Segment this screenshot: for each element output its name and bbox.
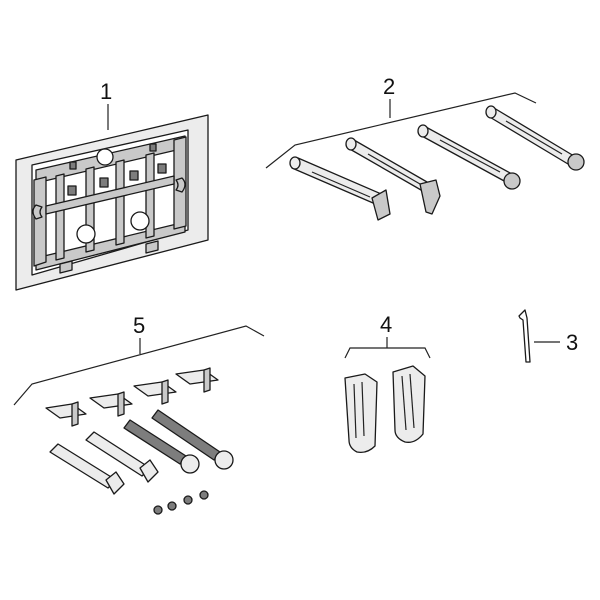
bolt-1-head [180,454,200,474]
l-bracket-4 [175,367,219,393]
frame-slot-6 [149,143,157,152]
threaded-rod-c [417,124,521,190]
l-bracket-3-base [133,381,177,397]
l-bracket-1-upright [71,401,79,427]
l-bracket-2 [89,391,133,417]
hook-clip [518,309,531,363]
frame-slot-1 [67,185,77,196]
hex-sleeve-1 [49,443,125,495]
callout-2: 2 [383,74,395,99]
mounting-frame [15,114,209,291]
screw-1 [153,505,163,515]
clamp-right-rib-2 [409,373,415,429]
clamp-left-rib-2 [361,381,365,437]
part-4-group: 4 [344,312,431,454]
screw-2 [167,501,177,511]
clamp-right-body [392,365,426,443]
part-3-group: 3 [518,309,578,363]
frame-left-rib [33,176,47,267]
threaded-rod-d [485,105,585,171]
bolt-2-head [214,450,234,470]
part-2-bracket-line [265,92,537,169]
frame-cross-member-3 [115,159,125,246]
hex-sleeve-2 [85,431,159,483]
callout-4: 4 [380,312,392,337]
callout-5: 5 [133,313,145,338]
l-bracket-3-upright [161,379,169,405]
l-bracket-4-upright [203,367,211,393]
frame-slot-5 [69,161,77,170]
sleeve-2-hex [139,459,159,483]
part-4-bracket-line [344,347,431,359]
frame-slot-3 [129,170,139,181]
l-bracket-1-base [45,403,87,419]
clamp-left-rib-1 [353,383,357,439]
frame-side-clip-left [32,204,43,220]
frame-bottom-tab-right [145,240,159,254]
threaded-bolt-1 [123,419,200,474]
callout-3: 3 [566,330,578,355]
part-2-group: 2 [265,74,585,221]
frame-side-clip-right [175,177,186,193]
threaded-bolt-2 [151,409,234,470]
rod-b-end-bracket [419,179,441,215]
callout-1: 1 [100,79,112,104]
l-bracket-1 [45,401,87,427]
rod-c-knob [503,172,521,190]
rod-d-knob [567,153,585,171]
part-1-group: 1 [15,79,209,291]
part-5-group: 5 [13,313,265,515]
rod-d-thread [505,120,563,155]
rod-c-thread [439,139,501,173]
frame-bottom-tab-left [59,260,73,274]
frame-middle-rail [45,175,175,215]
clamp-left [344,373,378,454]
frame-slot-2 [99,177,109,188]
frame-round-opening-left [76,224,96,244]
frame-top-notch [96,148,114,166]
l-bracket-4-base [175,369,219,385]
screw-3 [183,495,193,505]
rod-b-tip [345,137,357,151]
threaded-rod-b [345,137,441,215]
threaded-rod-a [289,156,391,221]
clamp-right-rib-1 [401,375,407,431]
l-bracket-3 [133,379,177,405]
frame-cross-member-1 [55,173,65,261]
frame-round-opening-right [130,211,150,231]
l-bracket-2-upright [117,391,125,417]
rod-c-tip [417,124,429,138]
rod-b-thread [367,153,421,185]
l-bracket-2-base [89,393,133,409]
clamp-left-body [344,373,378,454]
rod-a-thread [311,171,371,198]
clamp-right [392,365,426,443]
part-5-bracket-line [13,325,265,406]
frame-slot-4 [157,163,167,174]
rod-a-tip [289,156,301,170]
rod-d-tip [485,105,497,119]
sleeve-1-hex [105,471,125,495]
rod-a-end-bracket [371,189,391,221]
screw-4 [199,490,209,500]
